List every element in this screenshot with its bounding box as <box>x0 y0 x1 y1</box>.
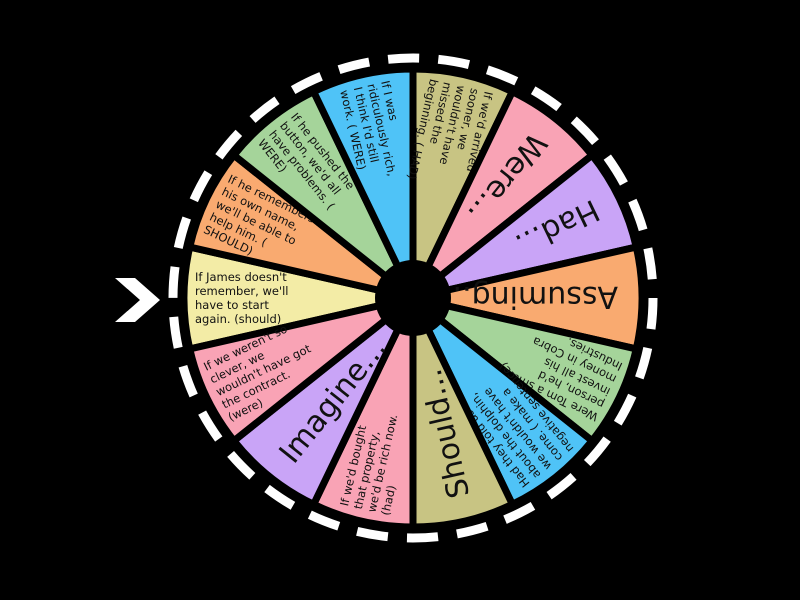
wheel-segment[interactable] <box>185 300 394 446</box>
dashed-ring <box>168 53 658 543</box>
chevron-right-icon <box>115 278 160 322</box>
ring-dashes <box>168 53 658 543</box>
wheel-hub[interactable] <box>375 260 451 336</box>
